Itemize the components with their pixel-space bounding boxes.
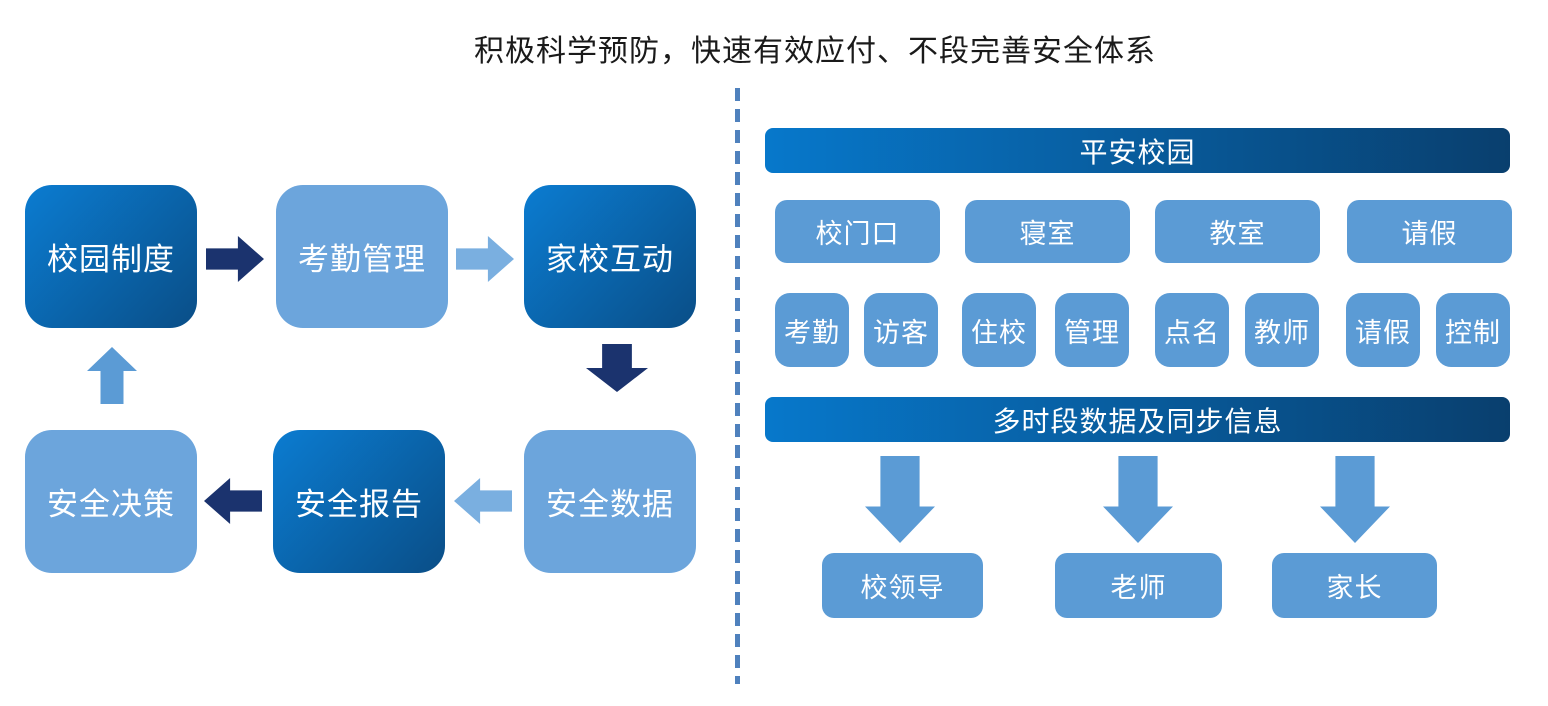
function-box-visitor: 访客 <box>864 293 938 367</box>
recipient-box-teachers: 老师 <box>1055 553 1222 618</box>
flow-arrow-down-icon <box>586 344 648 392</box>
flow-arrow-left-light-icon <box>454 478 512 524</box>
section-divider <box>735 88 740 684</box>
panel-header-safe-campus: 平安校园 <box>765 128 1510 173</box>
flow-box-campus-system: 校园制度 <box>25 185 197 328</box>
location-box-dormitory: 寝室 <box>965 200 1130 263</box>
function-box-management: 管理 <box>1055 293 1129 367</box>
function-box-boarding: 住校 <box>962 293 1036 367</box>
flow-box-home-school-interaction: 家校互动 <box>524 185 696 328</box>
function-box-control: 控制 <box>1436 293 1510 367</box>
flow-arrow-up-icon <box>87 347 137 404</box>
flow-box-attendance-management: 考勤管理 <box>276 185 448 328</box>
flow-box-safety-report: 安全报告 <box>273 430 445 573</box>
location-box-classroom: 教室 <box>1155 200 1320 263</box>
recipient-box-school-leaders: 校领导 <box>822 553 983 618</box>
sync-arrow-3-icon <box>1320 456 1390 543</box>
recipient-box-parents: 家长 <box>1272 553 1437 618</box>
flow-arrow-right-light-icon <box>456 236 514 282</box>
function-box-roll-call: 点名 <box>1155 293 1229 367</box>
location-box-leave: 请假 <box>1347 200 1512 263</box>
flow-arrow-right-dark-icon <box>206 236 264 282</box>
function-box-teacher: 教师 <box>1245 293 1319 367</box>
panel-header-data-sync: 多时段数据及同步信息 <box>765 397 1510 442</box>
flow-arrow-left-dark-icon <box>204 478 262 524</box>
sync-arrow-2-icon <box>1103 456 1173 543</box>
slide-title: 积极科学预防，快速有效应付、不段完善安全体系 <box>474 35 1156 68</box>
function-box-attendance: 考勤 <box>775 293 849 367</box>
location-box-school-gate: 校门口 <box>775 200 940 263</box>
flow-box-safety-decision: 安全决策 <box>25 430 197 573</box>
sync-arrow-1-icon <box>865 456 935 543</box>
flow-box-safety-data: 安全数据 <box>524 430 696 573</box>
function-box-leave: 请假 <box>1346 293 1420 367</box>
